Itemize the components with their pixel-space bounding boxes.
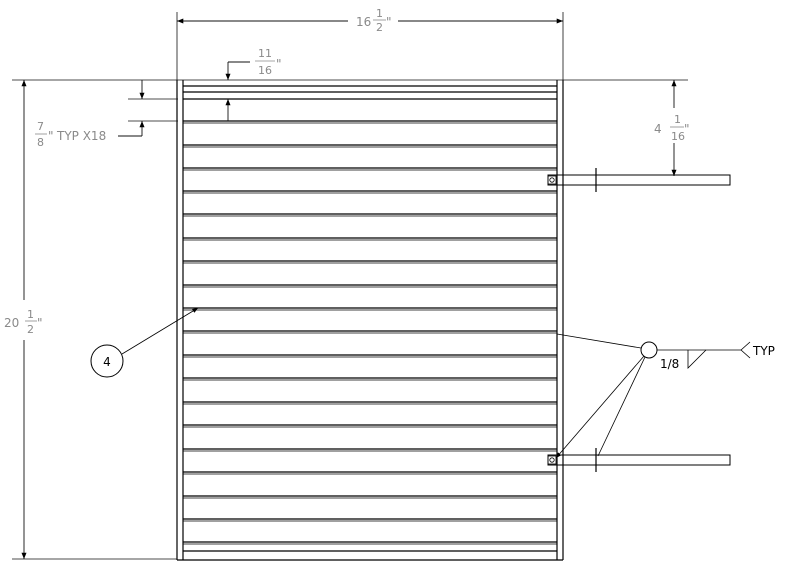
callout-balloon: 4	[90, 307, 199, 378]
frame	[176, 80, 564, 561]
height-dimension: 20 1 2 "	[4, 80, 43, 559]
slat-dimension: 7 8 " TYP X18	[35, 80, 145, 149]
height-den: 2	[27, 323, 34, 336]
width-den: 2	[376, 21, 383, 34]
mount-bar-top	[547, 168, 731, 192]
weld-size: 1/8	[660, 357, 679, 371]
height-unit: "	[37, 316, 43, 330]
slat-num: 7	[37, 120, 44, 133]
offset-unit: "	[684, 122, 690, 136]
gap-num: 11	[258, 47, 272, 60]
height-whole: 20	[4, 316, 19, 330]
width-whole: 16	[356, 15, 371, 29]
weld-note: TYP	[752, 344, 775, 358]
width-unit: "	[386, 15, 392, 29]
slats	[183, 85, 557, 552]
slat-den: 8	[37, 136, 44, 149]
gap-den: 16	[258, 64, 272, 77]
weld-symbol: 1/8 TYP	[555, 333, 775, 459]
offset-num: 1	[674, 113, 681, 126]
width-dimension: 16 1 2 "	[176, 7, 564, 80]
mount-bar-bottom	[547, 448, 731, 472]
gap-unit: "	[276, 57, 282, 71]
callout-label: 4	[103, 355, 111, 369]
offset-dimension: 4 1 16 "	[654, 80, 690, 176]
slat-note: TYP X18	[56, 129, 106, 143]
slat-unit: "	[48, 129, 54, 143]
offset-whole: 4	[654, 122, 662, 136]
height-num: 1	[27, 308, 34, 321]
gap-dimension: 11 16 "	[128, 47, 282, 122]
offset-den: 16	[671, 130, 685, 143]
width-num: 1	[376, 7, 383, 20]
